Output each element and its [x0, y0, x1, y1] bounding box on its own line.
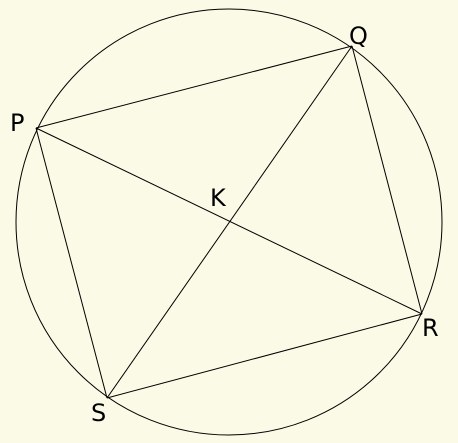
label-k: K — [210, 184, 227, 212]
circumcircle — [15, 8, 443, 436]
diagonal-qs — [106, 45, 353, 399]
diagonal-pr — [35, 127, 423, 315]
label-s: S — [91, 399, 106, 427]
label-q: Q — [349, 22, 368, 50]
side-qr — [351, 45, 423, 315]
label-r: R — [422, 314, 439, 342]
side-pq — [35, 45, 353, 129]
side-rs — [106, 313, 423, 399]
side-sp — [35, 127, 108, 399]
label-p: P — [10, 109, 24, 137]
